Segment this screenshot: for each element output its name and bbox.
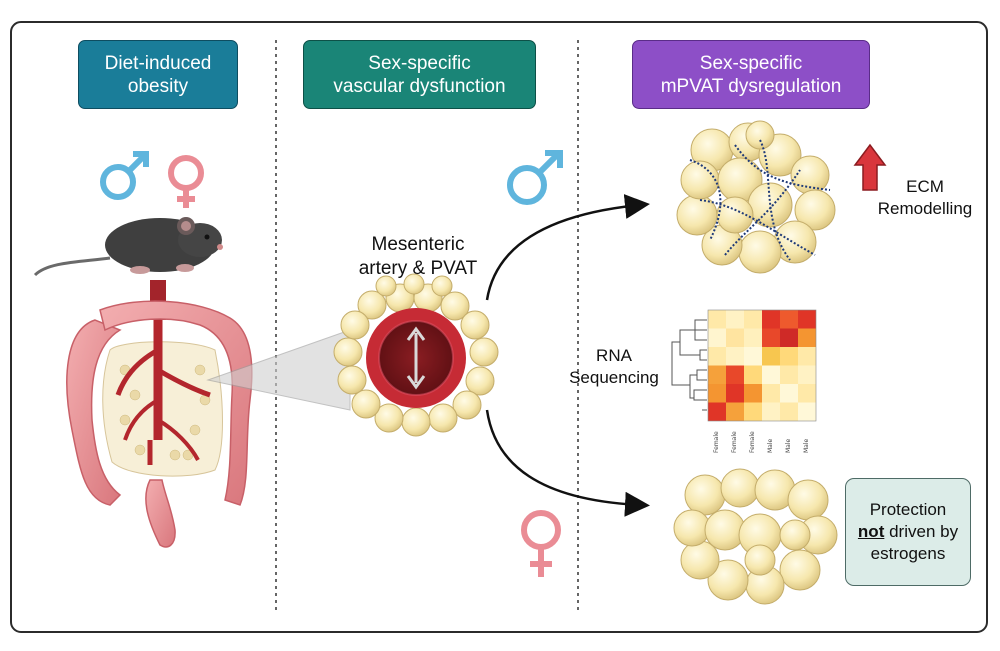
female-symbol-icon [521,510,561,577]
heatmap-cell [708,402,726,421]
heatmap-cell [780,365,798,384]
heatmap-cell [708,347,726,366]
arrow-to-male [485,194,650,301]
heatmap-column-label: Female [713,431,720,453]
heatmap-frame [707,309,817,422]
heatmap-cell [726,402,744,421]
protection-line-1: Protection [869,500,947,519]
heatmap-column-label: Male [767,438,774,453]
heatmap-cell [798,347,816,366]
heatmap-cell [744,347,762,366]
heatmap-cell [798,310,816,329]
heatmap-cell [708,310,726,329]
heatmap-cell [708,328,726,347]
heatmap-column-label: Female [749,431,756,453]
male-adipocyte-cluster [676,120,836,274]
heatmap-cell [780,402,798,421]
heatmap-cell [762,402,780,421]
heatmap-cell [726,347,744,366]
heatmap-cell [780,328,798,347]
heatmap-cell [762,365,780,384]
heatmap-cell [708,384,726,403]
heatmap-cell [780,384,798,403]
protection-not-emphasis: not [857,522,885,541]
female-symbol-icon [168,155,204,208]
heatmap-cell [708,365,726,384]
heatmap-cell [762,328,780,347]
header-vascular-dysfunction: Sex-specific vascular dysfunction [303,40,536,109]
arrow-up-icon [853,143,887,191]
rna-sequencing-label: RNA Sequencing [569,346,659,387]
heatmap-cell [744,402,762,421]
heatmap-cell [744,310,762,329]
header-diet-induced-obesity: Diet-induced obesity [78,40,238,109]
heatmap-column-label: Male [803,438,810,453]
header-mpvat-dysregulation: Sex-specific mPVAT dysregulation [632,40,870,109]
heatmap-cell [798,328,816,347]
heatmap-cell [762,347,780,366]
heatmap-column-label: Male [785,438,792,453]
heatmap-cell [726,310,744,329]
heatmap-cell [726,384,744,403]
heatmap-cell [780,347,798,366]
female-adipocyte-cluster [673,468,838,605]
mouse-icon [33,217,223,277]
protection-driven-by: driven by [889,522,959,541]
heatmap-cell [744,384,762,403]
pvat-cross-section [333,273,499,437]
heatmap-cell [798,365,816,384]
heatmap-cell [798,402,816,421]
male-symbol-icon [100,151,149,200]
mesenteric-artery-label: Mesenteric artery & PVAT [358,234,478,279]
heatmap-cell [726,328,744,347]
heatmap-cell [798,384,816,403]
heatmap-cell [744,365,762,384]
rna-seq-heatmap [707,309,817,422]
heatmap-cell [762,310,780,329]
heatmap-column-label: Female [731,431,738,453]
male-symbol-icon [507,150,563,205]
heatmap-cell [726,365,744,384]
protection-line-2: not driven by [858,521,958,543]
protection-box: Protection not driven by estrogens [845,478,971,586]
dendrogram [671,319,707,411]
heatmap-cell [780,310,798,329]
arrow-to-female [485,409,650,517]
heatmap-cell [762,384,780,403]
heatmap-cell [744,328,762,347]
intestine-illustration [66,280,253,548]
protection-line-3: estrogens [870,544,946,563]
ecm-remodelling-label: ECM Remodelling [877,177,973,218]
